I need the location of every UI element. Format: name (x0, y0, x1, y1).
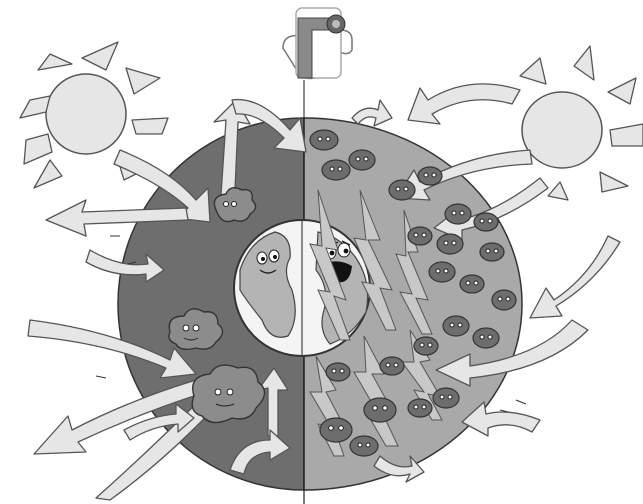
cloud-face-icon (433, 388, 459, 408)
arrow-right-incoming-3 (530, 236, 620, 318)
cloud-face-icon (408, 227, 432, 245)
arrow-right-top-curve (408, 84, 520, 124)
cloud-face-icon (445, 204, 471, 224)
cloud-face-icon (460, 275, 484, 293)
cloud-face-icon (437, 234, 463, 254)
thermometer-icon (283, 8, 352, 79)
arrow-right-top-small (352, 100, 392, 126)
cloud-face-icon (443, 316, 469, 336)
cloud-face-icon (349, 150, 375, 170)
cloud-face-icon (492, 290, 516, 310)
cloud-face-icon (429, 262, 455, 282)
cloud-face-icon (320, 418, 352, 442)
cloud-face-icon (350, 436, 378, 456)
right-sun-icon (520, 46, 643, 200)
cloud-face-icon (473, 328, 499, 348)
cloud-face-icon (414, 337, 438, 355)
cloud-face-icon (364, 398, 396, 422)
cloud-face-icon (389, 180, 415, 200)
cloud-face-icon (326, 363, 350, 381)
cloud-face-icon (418, 167, 442, 185)
cloud-face-icon (322, 160, 350, 180)
smiling-earth-icon (234, 220, 370, 356)
cloud-face-icon (310, 130, 338, 150)
cloud-face-icon (474, 213, 498, 231)
cloud-face-icon (480, 243, 504, 261)
cloud-face-icon (408, 399, 432, 417)
cloud-face-icon (380, 357, 404, 375)
